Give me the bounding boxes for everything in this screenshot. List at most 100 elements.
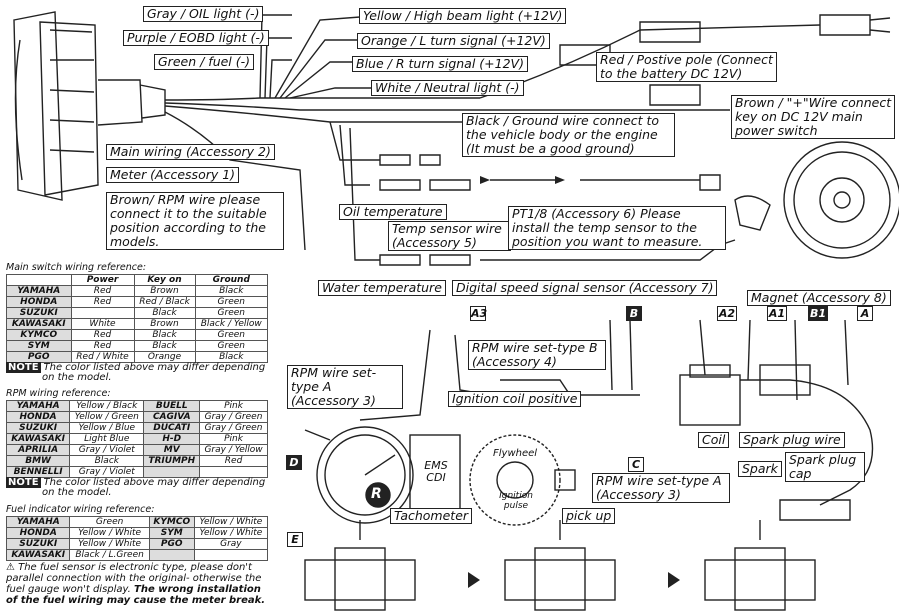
note-badge: NOTE <box>6 362 41 373</box>
tag-e: E <box>287 532 303 547</box>
tachometer-drawing <box>316 426 414 524</box>
table-cell <box>148 549 195 561</box>
tag-b: B <box>626 306 642 321</box>
main-wiring-label: Main wiring (Accessory 2) <box>106 144 275 160</box>
purple-eobd-light-label: Purple / EOBD light (-) <box>123 30 269 46</box>
table-cell: KYMCO <box>148 516 195 528</box>
table-cell: HONDA <box>5 527 71 539</box>
table-cell: Yellow / White <box>193 527 269 539</box>
table-cell: Red <box>70 285 135 297</box>
tag-a1: A1 <box>767 306 787 321</box>
fuel-indicator-title: Fuel indicator wiring reference: <box>6 504 155 515</box>
table-cell: KAWASAKI <box>6 318 72 330</box>
table-cell: Pink <box>199 400 268 412</box>
table-cell: Black / Yellow <box>194 318 269 330</box>
table-header: Key on <box>133 274 196 286</box>
table-header <box>6 274 72 286</box>
flywheel-drawing <box>469 434 561 526</box>
temp-sensor-wire-label: Temp sensor wire (Accessory 5) <box>388 221 511 251</box>
table-cell: DUCATI <box>143 422 201 434</box>
white-neutral-label: White / Neutral light (-) <box>371 80 524 96</box>
water-temperature-label: Water temperature <box>318 280 446 296</box>
table-cell: KAWASAKI <box>5 433 71 445</box>
ignition-coil-positive-label: Ignition coil positive <box>448 391 582 407</box>
tachometer-r-letter: R <box>371 486 382 502</box>
flywheel-label: Flywheel <box>493 448 538 459</box>
main-switch-title: Main switch wiring reference: <box>6 262 147 273</box>
table-cell: Light Blue <box>69 433 145 445</box>
table-cell: Black <box>69 455 145 467</box>
table-cell: BUELL <box>143 400 201 412</box>
table-cell: Gray / Green <box>199 422 268 434</box>
table-cell: HONDA <box>6 296 72 308</box>
coil-label: Coil <box>698 432 730 448</box>
red-pole-line-2: to the battery DC 12V) <box>600 66 743 81</box>
table-cell: Gray / Violet <box>69 466 145 478</box>
table-cell: Red / White <box>70 351 135 363</box>
table-cell <box>143 466 201 478</box>
spark-label: Spark <box>738 461 782 477</box>
table-cell: Yellow / Blue <box>69 422 145 434</box>
table-cell: Green <box>69 516 150 528</box>
brown-key-line-2: key on DC 12V main <box>735 109 863 124</box>
brown-key-on-label: Brown / "+"Wire connect key on DC 12V ma… <box>731 95 896 139</box>
tag-b1: B1 <box>808 306 828 321</box>
tag-a: A <box>857 306 873 321</box>
pickup-sensor <box>554 469 576 491</box>
table-cell: Green <box>194 296 269 308</box>
table-header: Power <box>70 274 135 286</box>
green-fuel-label: Green / fuel (-) <box>154 54 255 70</box>
table-cell: Gray <box>193 538 269 550</box>
table-cell: Brown <box>133 285 196 297</box>
table-cell: Yellow / White <box>193 516 269 528</box>
table-cell: Red <box>199 455 268 467</box>
pickup-label: pick up <box>562 508 616 524</box>
table-cell: SUZUKI <box>5 422 71 434</box>
table-cell: YAMAHA <box>5 516 71 528</box>
table-cell: BMW <box>5 455 71 467</box>
brown-key-line-3: power switch <box>735 123 818 138</box>
table-cell: BENNELLI <box>5 466 71 478</box>
warning-text: The fuel sensor is electronic type, plea… <box>6 562 262 595</box>
table-cell: TRIUMPH <box>143 455 201 467</box>
ignition-pulse-label: Ignition pulse <box>499 491 533 511</box>
black-ground-label: Black / Ground wire connect to the vehic… <box>462 113 675 157</box>
table-cell: Green <box>194 329 269 341</box>
note-badge: NOTE <box>6 477 41 488</box>
spark-plug-cap-label: Spark plug cap <box>785 452 865 482</box>
table-cell: KAWASAKI <box>5 549 71 561</box>
tachometer-label: Tachometer <box>390 508 473 524</box>
table-cell: SUZUKI <box>6 307 72 319</box>
table-cell: Brown <box>133 318 196 330</box>
brown-key-line-1: Brown / "+"Wire connect <box>735 95 892 110</box>
table-cell: SUZUKI <box>5 538 71 550</box>
table-cell: Gray / Green <box>199 411 268 423</box>
table-cell: YAMAHA <box>5 400 71 412</box>
spark-plug-wire-label: Spark plug wire <box>739 432 845 448</box>
table-cell: Red <box>70 329 135 341</box>
table-cell: Black <box>194 351 269 363</box>
red-positive-pole-label: Red / Postive pole (Connect to the batte… <box>596 52 777 82</box>
table-cell: PGO <box>6 351 72 363</box>
cdi-label: EMS CDI <box>424 459 448 484</box>
warning-bold-text: The wrong installation of the fuel wirin… <box>6 584 266 606</box>
rpm-wiring-title: RPM wiring reference: <box>6 388 111 399</box>
